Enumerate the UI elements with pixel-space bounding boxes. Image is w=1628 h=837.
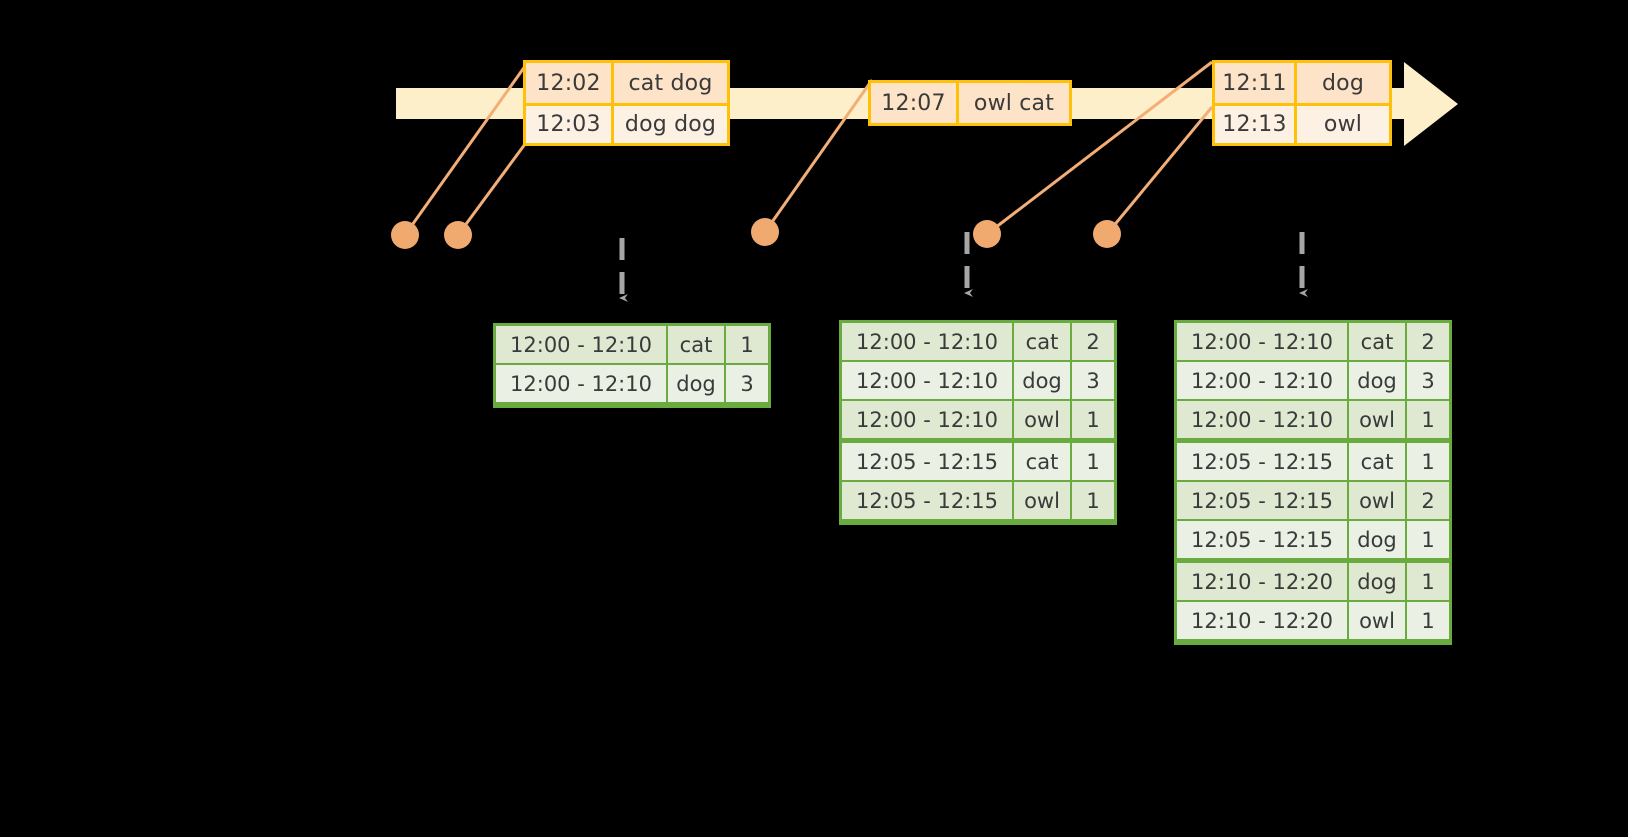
- result-key: dog: [668, 365, 724, 402]
- result-key: dog: [1349, 521, 1405, 558]
- result-count: 1: [1407, 401, 1449, 438]
- event-words: cat dog: [614, 63, 727, 103]
- result-count: 1: [1407, 563, 1449, 600]
- result-key: dog: [1014, 362, 1070, 399]
- event-words: owl cat: [959, 83, 1069, 123]
- event-words: dog: [1297, 63, 1389, 103]
- result-key: owl: [1349, 482, 1405, 519]
- result-count: 2: [1407, 482, 1449, 519]
- result-key: owl: [1349, 401, 1405, 438]
- event-words: owl: [1297, 106, 1389, 143]
- event-row[interactable]: 12:07 owl cat: [871, 83, 1069, 123]
- result-window: 12:00 - 12:10: [1177, 401, 1347, 438]
- result-window: 12:05 - 12:15: [1177, 521, 1347, 558]
- result-window: 12:05 - 12:15: [1177, 443, 1347, 480]
- result-count: 1: [1072, 401, 1114, 438]
- result-count: 3: [1407, 362, 1449, 399]
- result-window: 12:05 - 12:15: [842, 443, 1012, 480]
- result-count: 1: [1072, 443, 1114, 480]
- result-key: dog: [1349, 362, 1405, 399]
- result-count: 1: [1407, 602, 1449, 639]
- connector-line-12-03: [456, 139, 530, 236]
- result-window: 12:00 - 12:10: [842, 401, 1012, 438]
- result-window: 12:00 - 12:10: [1177, 362, 1347, 399]
- result-key: cat: [1014, 443, 1070, 480]
- event-row[interactable]: 12:13 owl: [1215, 103, 1389, 143]
- result-count: 1: [1072, 482, 1114, 519]
- result-window: 12:05 - 12:15: [1177, 482, 1347, 519]
- result-count: 1: [1407, 443, 1449, 480]
- result-key: cat: [1014, 323, 1070, 360]
- result-window: 12:00 - 12:10: [1177, 323, 1347, 360]
- event-time: 12:07: [871, 83, 959, 123]
- event-dot-12-07: [751, 218, 779, 246]
- result-window: 12:00 - 12:10: [842, 362, 1012, 399]
- result-window: 12:10 - 12:20: [1177, 563, 1347, 600]
- event-time: 12:13: [1215, 106, 1297, 143]
- result-count: 3: [1072, 362, 1114, 399]
- event-time: 12:11: [1215, 63, 1297, 103]
- event-dot-12-11: [973, 220, 1001, 248]
- event-dot-12-02: [391, 221, 419, 249]
- event-row[interactable]: 12:11 dog: [1215, 63, 1389, 103]
- event-words: dog dog: [614, 106, 727, 143]
- event-row[interactable]: 12:02 cat dog: [526, 63, 727, 103]
- connector-line-12-02: [403, 61, 530, 236]
- result-key: cat: [1349, 443, 1405, 480]
- event-group-3[interactable]: 12:11 dog 12:13 owl: [1212, 60, 1392, 146]
- event-time: 12:02: [526, 63, 614, 103]
- result-count: 1: [726, 326, 768, 363]
- result-count: 3: [726, 365, 768, 402]
- result-key: owl: [1349, 602, 1405, 639]
- result-count: 2: [1407, 323, 1449, 360]
- result-window: 12:00 - 12:10: [496, 365, 666, 402]
- result-key: cat: [1349, 323, 1405, 360]
- event-dot-12-13: [1093, 220, 1121, 248]
- result-count: 2: [1072, 323, 1114, 360]
- result-count: 1: [1407, 521, 1449, 558]
- event-group-1[interactable]: 12:02 cat dog 12:03 dog dog: [523, 60, 730, 146]
- connector-line-12-13: [1105, 106, 1214, 235]
- event-group-2[interactable]: 12:07 owl cat: [868, 80, 1072, 126]
- result-window: 12:00 - 12:10: [842, 323, 1012, 360]
- result-window: 12:00 - 12:10: [496, 326, 666, 363]
- connector-line-12-07: [763, 79, 874, 233]
- result-key: owl: [1014, 401, 1070, 438]
- event-row[interactable]: 12:03 dog dog: [526, 103, 727, 143]
- result-window: 12:05 - 12:15: [842, 482, 1012, 519]
- result-window: 12:10 - 12:20: [1177, 602, 1347, 639]
- result-key: dog: [1349, 563, 1405, 600]
- event-dot-12-03: [444, 221, 472, 249]
- event-time: 12:03: [526, 106, 614, 143]
- result-key: owl: [1014, 482, 1070, 519]
- result-key: cat: [668, 326, 724, 363]
